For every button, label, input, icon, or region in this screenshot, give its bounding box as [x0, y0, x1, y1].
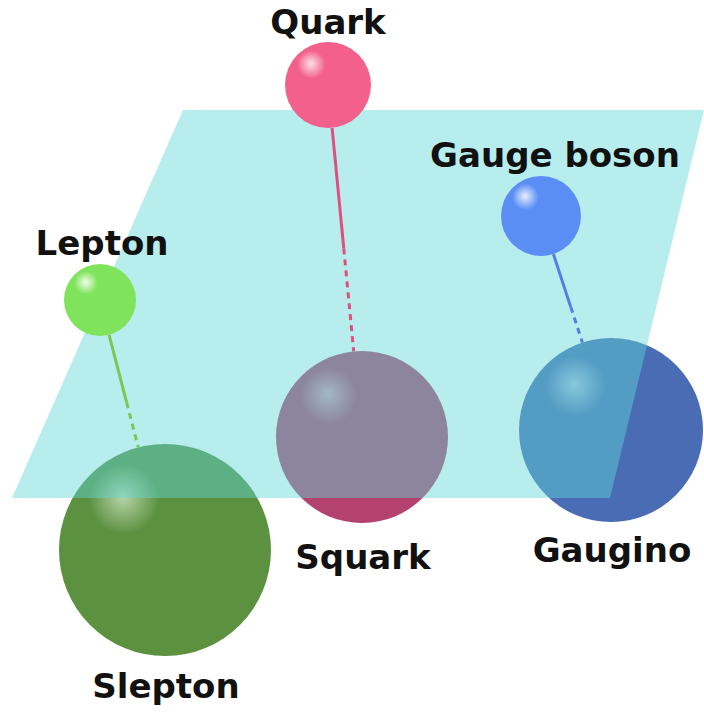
sphere-body: [59, 444, 271, 656]
particle-sphere: Quark: [285, 42, 371, 128]
sphere-graphic: [285, 42, 371, 128]
sphere-graphic: [64, 264, 136, 336]
pair-connector: [109, 335, 138, 448]
particle-sphere: Slepton: [59, 444, 271, 656]
particle-sphere: Gauge boson: [501, 176, 581, 256]
particle-label: Gauge boson: [430, 135, 680, 175]
particle-label: Squark: [295, 537, 430, 577]
sphere-body: [519, 338, 703, 522]
particle-label: Quark: [270, 2, 385, 42]
particle-label: Slepton: [92, 666, 239, 706]
connector-dashed: [344, 249, 354, 352]
pair-connector: [332, 128, 354, 352]
connector-solid: [553, 254, 570, 307]
connector-solid: [332, 128, 344, 249]
particle-sphere: Gaugino: [519, 338, 703, 522]
sphere-body: [285, 42, 371, 128]
connector-solid: [109, 335, 127, 403]
sphere-body: [276, 351, 448, 523]
sphere-graphic: [276, 351, 448, 523]
sphere-body: [501, 176, 581, 256]
connector-dashed: [571, 307, 583, 343]
sphere-graphic: [501, 176, 581, 256]
pair-connector: [553, 254, 582, 343]
particle-label: Gaugino: [533, 530, 692, 570]
sphere-graphic: [519, 338, 703, 522]
particle-label: Lepton: [36, 223, 169, 263]
sphere-body: [64, 264, 136, 336]
particle-sphere: Lepton: [64, 264, 136, 336]
particle-sphere: Squark: [276, 351, 448, 523]
connector-dashed: [127, 402, 139, 447]
plane-surface: [12, 110, 704, 498]
sphere-graphic: [59, 444, 271, 656]
